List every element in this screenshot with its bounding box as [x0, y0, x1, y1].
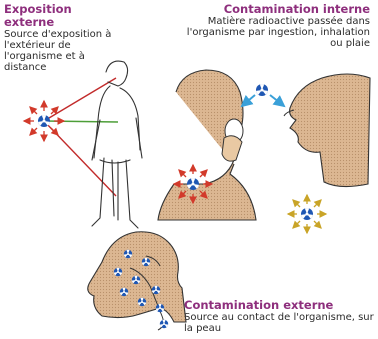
- contamination-externe-scene: [88, 232, 186, 330]
- head-right-figure: [290, 74, 370, 187]
- exposition-externe-scene: [24, 61, 142, 228]
- radiation-particle-icon: [256, 84, 269, 96]
- standing-man-figure: [92, 61, 142, 228]
- radiation-particle-icon: [301, 208, 314, 220]
- inhale-arrows: [242, 95, 284, 106]
- contamination-interne-scene: [158, 70, 370, 233]
